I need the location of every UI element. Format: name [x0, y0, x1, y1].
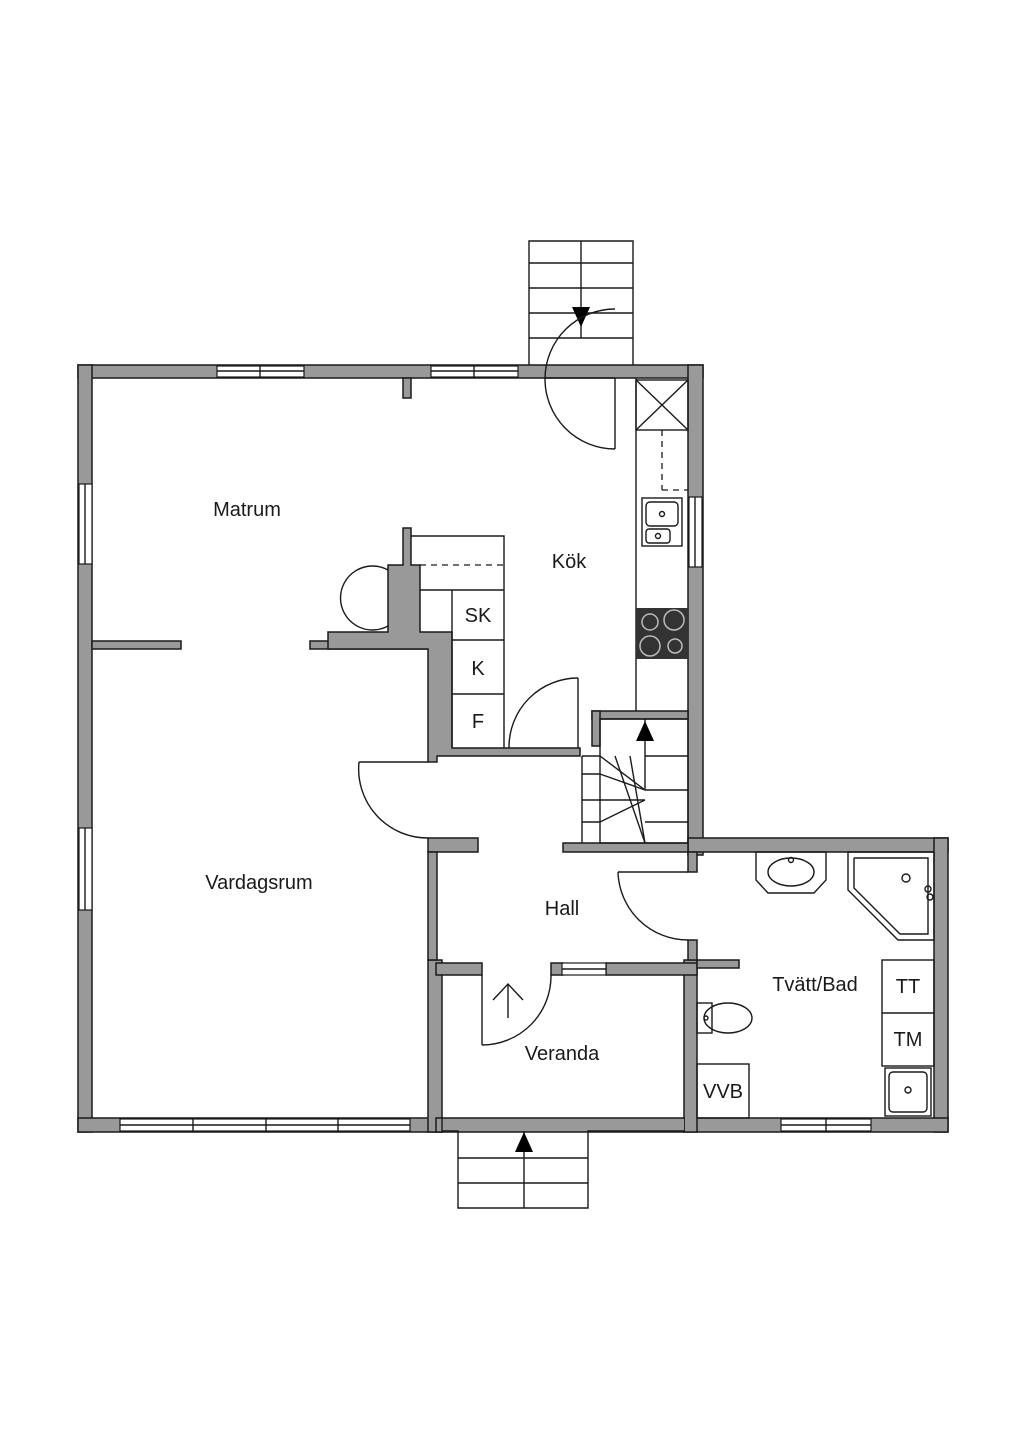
fixture-label-tt: TT — [896, 976, 920, 998]
windows — [78, 365, 872, 1132]
room-label-tvatt-bad: Tvätt/Bad — [772, 974, 858, 996]
fixture-label-f: F — [472, 711, 484, 733]
room-label-kok: Kök — [552, 551, 587, 573]
entry-arrow-icon — [515, 1132, 533, 1152]
room-label-matrum: Matrum — [213, 499, 281, 521]
wash-basin-icon — [755, 851, 827, 894]
shower-icon — [847, 851, 935, 941]
room-label-vardagsrum: Vardagsrum — [205, 872, 312, 894]
front-steps — [458, 1131, 588, 1208]
kitchen-counters — [635, 378, 689, 711]
fireplace-icon — [339, 565, 389, 631]
laundry-sink-icon — [884, 1067, 932, 1117]
room-label-veranda: Veranda — [525, 1043, 600, 1065]
room-labels: Matrum Kök Vardagsrum Hall Veranda Tvätt… — [205, 499, 858, 1065]
veranda-structure — [435, 1117, 685, 1209]
fixture-label-sk: SK — [465, 605, 492, 627]
stairs-arrow-icon — [636, 721, 654, 741]
kitchen-sink-icon — [641, 497, 683, 547]
kitchen-cabinets — [411, 535, 505, 748]
back-steps — [528, 240, 634, 365]
room-label-hall: Hall — [545, 898, 579, 920]
toilet-icon — [696, 1002, 753, 1034]
fixture-label-tm: TM — [894, 1029, 923, 1051]
veranda-door-arrow-icon — [492, 982, 524, 1001]
doors — [357, 308, 689, 1046]
interior-walls — [91, 377, 740, 976]
fixture-label-k: K — [471, 658, 485, 680]
interior-stairs — [581, 718, 689, 844]
bathroom-fixtures — [696, 851, 935, 1119]
fixture-labels: SK K F TT TM VVB — [465, 605, 923, 1103]
fixture-label-vvb: VVB — [703, 1081, 743, 1103]
